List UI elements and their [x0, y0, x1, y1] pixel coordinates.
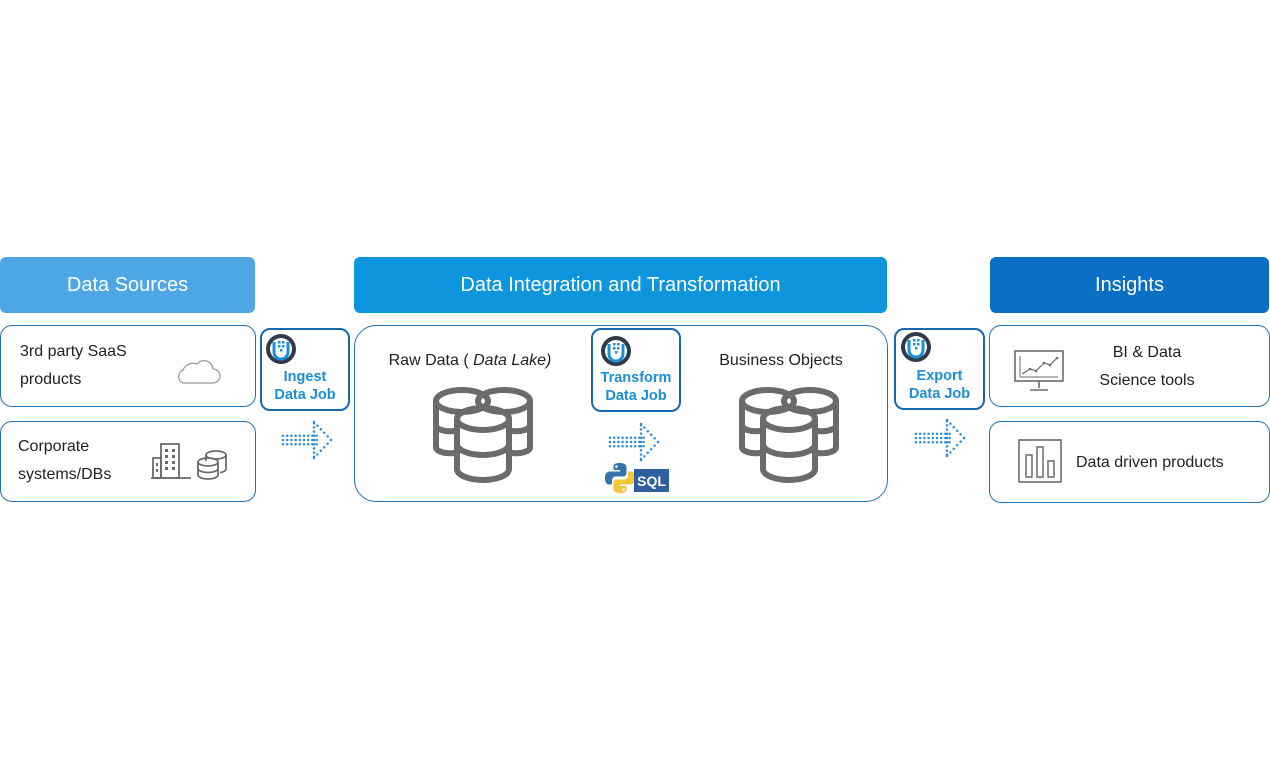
saas-line1: 3rd party SaaS	[20, 343, 127, 360]
job-logo-icon	[266, 334, 296, 364]
bi-line1: BI & Data	[1112, 344, 1182, 361]
transform-line1: Transform	[600, 370, 672, 386]
export-line2: Data Job	[908, 386, 971, 402]
ingest-job-label: Ingest Data Job	[262, 368, 348, 404]
export-job-label: Export Data Job	[896, 367, 983, 403]
raw-prefix: Raw Data (	[388, 352, 469, 369]
database-icon	[738, 387, 840, 483]
integration-header: Data Integration and Transformation	[354, 257, 887, 313]
database-icon	[432, 387, 534, 483]
bi-line2: Science tools	[1099, 372, 1195, 389]
sql-badge: SQL	[634, 469, 669, 492]
ingest-line2: Data Job	[274, 387, 336, 403]
python-icon	[605, 463, 635, 493]
ingest-job-box[interactable]: Ingest Data Job	[260, 328, 350, 411]
monitor-chart-icon	[1014, 350, 1064, 391]
transform-job-label: Transform Data Job	[593, 369, 679, 405]
dotted-arrow-icon	[608, 422, 660, 462]
cloud-icon	[177, 360, 221, 384]
saas-source-label: 3rd party SaaS products	[20, 338, 127, 394]
saas-source-card: 3rd party SaaS products	[0, 325, 256, 407]
saas-line2: products	[20, 371, 82, 388]
corporate-source-label: Corporate systems/DBs	[18, 433, 111, 489]
business-text: Business Objects	[719, 352, 843, 369]
building-icon	[151, 443, 191, 479]
integration-title: Data Integration and Transformation	[460, 273, 781, 296]
data-products-card: Data driven products	[989, 421, 1270, 503]
bi-tools-card: BI & Data Science tools	[989, 325, 1270, 407]
data-sources-header: Data Sources	[0, 257, 255, 313]
insights-title: Insights	[1095, 273, 1164, 296]
products-text: Data driven products	[1076, 454, 1224, 471]
database-icon	[197, 450, 227, 480]
export-line1: Export	[916, 368, 963, 384]
corp-line2: systems/DBs	[18, 466, 112, 483]
sql-text: SQL	[637, 472, 666, 489]
job-logo-icon	[901, 332, 931, 362]
transform-job-box[interactable]: Transform Data Job	[591, 328, 681, 412]
bi-tools-label: BI & Data Science tools	[1082, 339, 1212, 395]
corporate-source-card: Corporate systems/DBs	[0, 421, 256, 502]
dotted-arrow-icon	[281, 420, 333, 460]
bar-chart-icon	[1018, 439, 1062, 483]
ingest-line1: Ingest	[283, 369, 327, 385]
business-objects-label: Business Objects	[700, 352, 862, 370]
transform-line2: Data Job	[605, 388, 667, 404]
raw-italic: Data Lake)	[473, 352, 552, 369]
data-products-label: Data driven products	[1076, 449, 1224, 477]
raw-data-label: Raw Data ( Data Lake)	[370, 352, 570, 370]
dotted-arrow-icon	[914, 418, 966, 458]
job-logo-icon	[601, 336, 631, 366]
export-job-box[interactable]: Export Data Job	[894, 328, 985, 410]
corp-line1: Corporate	[18, 438, 90, 455]
data-sources-title: Data Sources	[66, 273, 189, 296]
insights-header: Insights	[990, 257, 1269, 313]
